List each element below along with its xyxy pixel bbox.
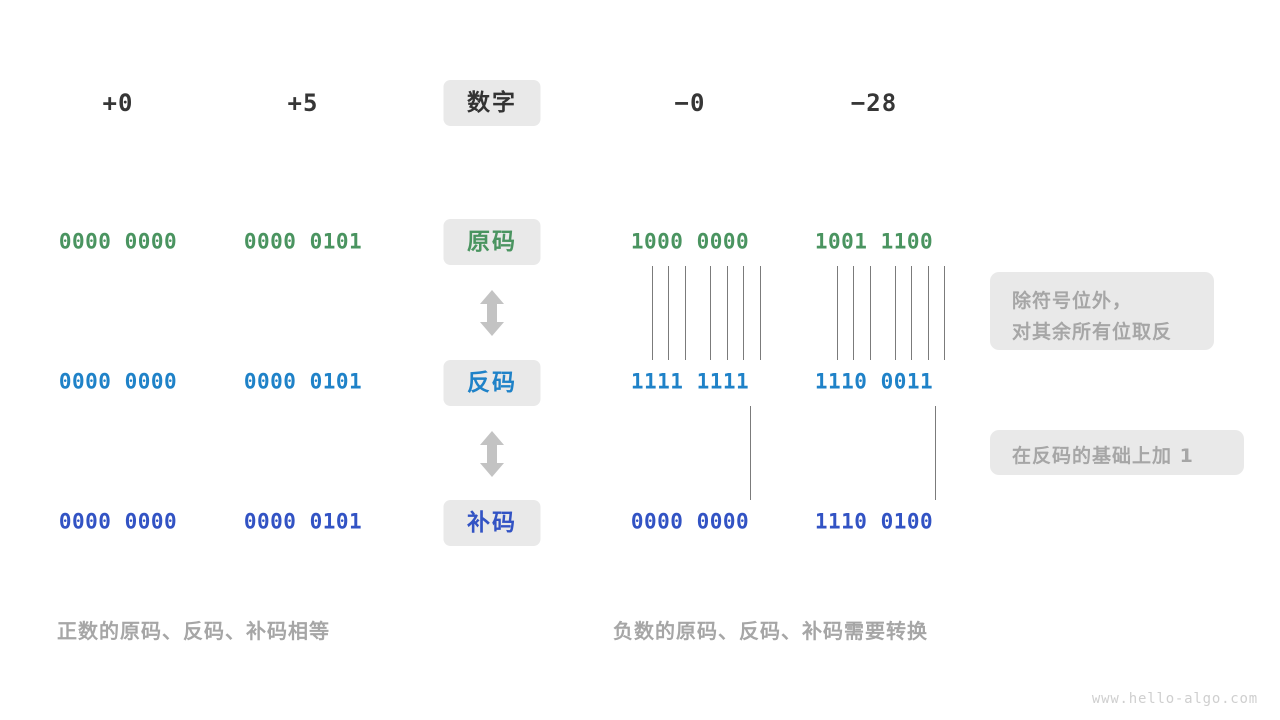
bits-sign-magnitude-minus-twentyeight: 1001 1100 — [814, 229, 934, 254]
connector-line — [837, 266, 838, 360]
watermark: www.hello-algo.com — [1091, 691, 1258, 707]
connector-line — [652, 266, 653, 360]
connector-line — [911, 266, 912, 360]
connector-line — [870, 266, 871, 360]
connector-line — [895, 266, 896, 360]
connector-line — [668, 266, 669, 360]
column-header-plus-zero: +0 — [102, 89, 134, 117]
connector-line — [727, 266, 728, 360]
connector-line — [750, 406, 751, 500]
column-header-minus-zero: −0 — [674, 89, 706, 117]
double-vertical-arrow-icon-ones-to-twos — [475, 430, 509, 478]
bits-twos-complement-minus-twentyeight: 1110 0100 — [814, 509, 934, 534]
bits-sign-magnitude-plus-zero: 0000 0000 — [58, 229, 178, 254]
bits-twos-complement-minus-zero: 0000 0000 — [630, 509, 750, 534]
note-add-one: 在反码的基础上加 1 — [990, 430, 1244, 475]
note-invert-bits: 除符号位外， 对其余所有位取反 — [990, 272, 1214, 350]
bits-ones-complement-plus-five: 0000 0101 — [243, 369, 363, 394]
row-label-ones-complement: 反码 — [443, 360, 541, 406]
bits-sign-magnitude-plus-five: 0000 0101 — [243, 229, 363, 254]
connector-line — [760, 266, 761, 360]
double-vertical-arrow-icon-origin-to-ones — [475, 289, 509, 337]
connector-line — [928, 266, 929, 360]
connector-line — [944, 266, 945, 360]
bits-ones-complement-plus-zero: 0000 0000 — [58, 369, 178, 394]
bits-ones-complement-minus-twentyeight: 1110 0011 — [814, 369, 934, 394]
caption-negative: 负数的原码、反码、补码需要转换 — [613, 619, 928, 643]
column-header-minus-twentyeight: −28 — [850, 89, 898, 117]
connector-line — [935, 406, 936, 500]
bits-twos-complement-plus-zero: 0000 0000 — [58, 509, 178, 534]
caption-positive: 正数的原码、反码、补码相等 — [57, 619, 330, 643]
column-header-plus-five: +5 — [287, 89, 319, 117]
connector-line — [853, 266, 854, 360]
connector-line — [685, 266, 686, 360]
row-label-twos-complement: 补码 — [443, 500, 541, 546]
connector-line — [743, 266, 744, 360]
bits-sign-magnitude-minus-zero: 1000 0000 — [630, 229, 750, 254]
connector-line — [710, 266, 711, 360]
bits-twos-complement-plus-five: 0000 0101 — [243, 509, 363, 534]
row-label-number: 数字 — [443, 80, 541, 126]
bits-ones-complement-minus-zero: 1111 1111 — [630, 369, 750, 394]
row-label-sign-magnitude: 原码 — [443, 219, 541, 265]
